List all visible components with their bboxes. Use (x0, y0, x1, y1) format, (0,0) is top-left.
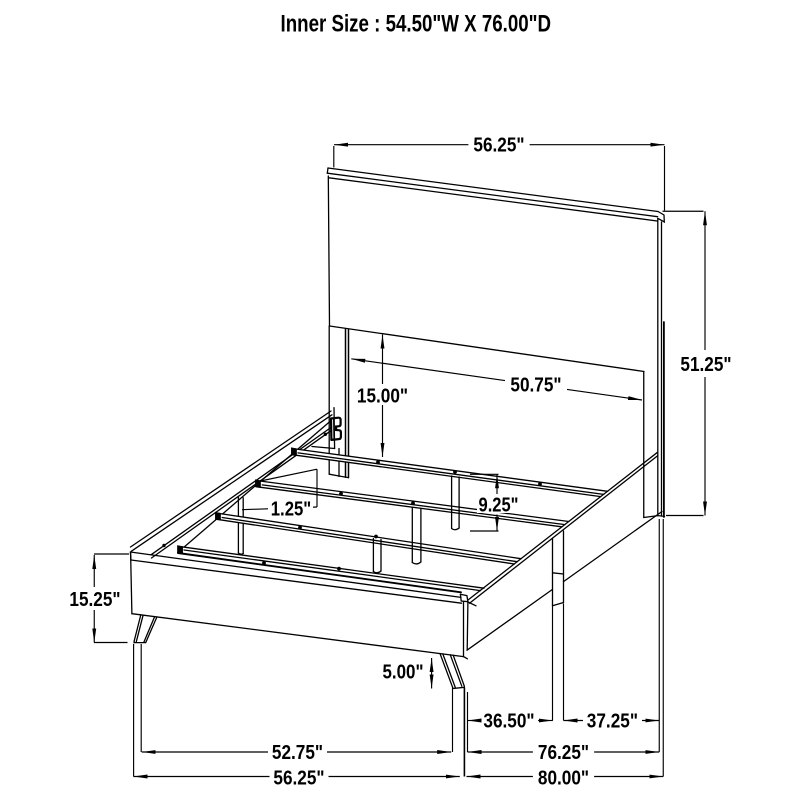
svg-text:9.25": 9.25" (479, 495, 519, 517)
svg-text:15.25": 15.25" (69, 589, 120, 611)
svg-text:76.25": 76.25" (538, 742, 589, 764)
svg-text:80.00": 80.00" (538, 768, 589, 790)
svg-text:50.75": 50.75" (510, 375, 561, 397)
svg-text:36.50": 36.50" (483, 711, 534, 733)
svg-text:56.25": 56.25" (473, 135, 524, 157)
svg-text:51.25": 51.25" (680, 354, 731, 376)
svg-text:56.25": 56.25" (273, 768, 324, 790)
svg-text:37.25": 37.25" (587, 711, 638, 733)
svg-text:15.00": 15.00" (357, 386, 408, 408)
svg-text:Inner Size : 54.50"W X 76.00"D: Inner Size : 54.50"W X 76.00"D (281, 11, 552, 38)
svg-text:1.25": 1.25" (271, 499, 312, 521)
svg-text:52.75": 52.75" (272, 742, 323, 764)
svg-text:5.00": 5.00" (383, 662, 424, 684)
